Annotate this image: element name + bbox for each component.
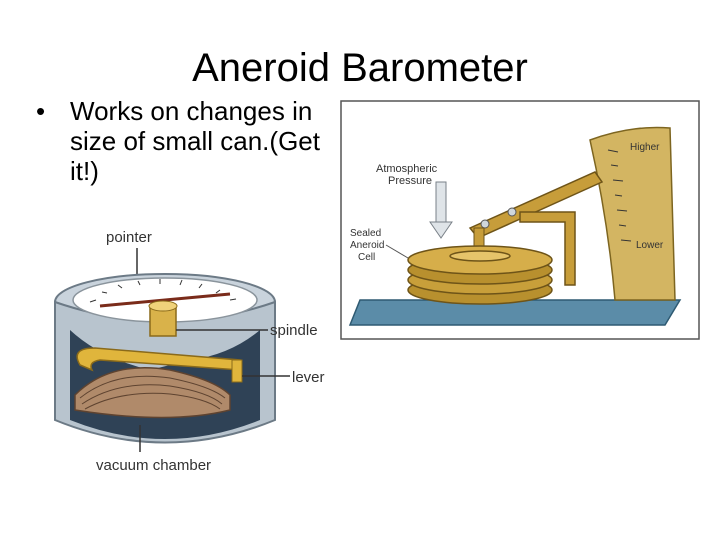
base-platform: [350, 300, 680, 325]
pointer-label: pointer: [106, 229, 152, 246]
spindle-label: spindle: [270, 322, 318, 339]
lever-arm: [232, 360, 242, 382]
slide-title: Aneroid Barometer: [0, 44, 720, 92]
vacuum-chamber-label: vacuum chamber: [96, 457, 211, 474]
pivot-right: [508, 208, 516, 216]
sealed-cell-label-1: Sealed: [350, 228, 381, 239]
spindle-top: [149, 301, 177, 311]
sealed-cell-label-3: Cell: [358, 252, 375, 263]
higher-label: Higher: [630, 142, 660, 153]
pressure-arrow-shaft: [436, 182, 446, 222]
sealed-cell-label-2: Aneroid: [350, 240, 384, 251]
lever-label: lever: [292, 369, 325, 386]
pivot-left: [481, 220, 489, 228]
sealed-aneroid-cell: [408, 246, 552, 304]
aneroid-schematic-figure: Higher Lower Atmospheric Pressure Sealed…: [340, 100, 700, 340]
atmospheric-pressure-label-1: Atmospheric: [376, 163, 438, 175]
atmospheric-pressure-label-2: Pressure: [388, 175, 432, 187]
bullet-icon: •: [36, 96, 45, 126]
aneroid-cutaway-figure: pointer spindle lever: [40, 220, 350, 480]
bullet-item: Works on changes in size of small can.(G…: [70, 96, 350, 186]
lower-label: Lower: [636, 240, 664, 251]
